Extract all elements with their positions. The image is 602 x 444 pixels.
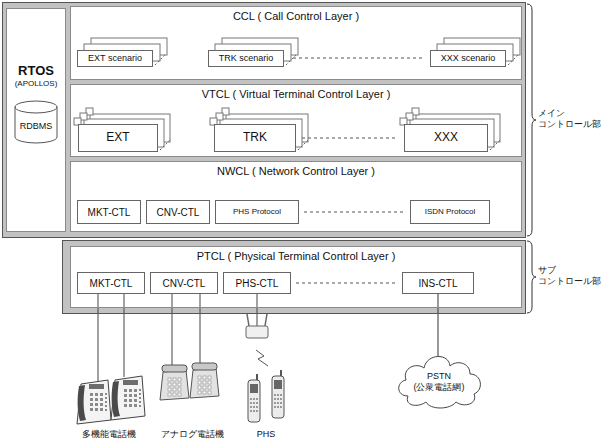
module-box: PHS-CTL <box>223 272 291 294</box>
module-box: XXX scenario <box>430 50 506 67</box>
layer-panel: RDBMS RTOS(APOLLOS) <box>6 8 66 232</box>
node-label: XXX <box>434 131 458 144</box>
panel-fills <box>2 2 526 314</box>
device-label: PHS <box>257 429 276 440</box>
module-box: TRK <box>214 124 296 152</box>
connector-line <box>437 294 438 356</box>
phone-icons <box>77 363 284 424</box>
node-label: CNV-CTL <box>163 278 206 289</box>
module-box: TRK scenario <box>208 50 284 67</box>
node-label: ISDN Protocol <box>425 208 476 217</box>
node-label: MKT-CTL <box>90 278 133 289</box>
node-label: RTOS <box>7 63 65 79</box>
antenna-icon <box>246 314 268 366</box>
node-label: PHS Protocol <box>233 208 281 217</box>
node-label: VTCL ( Virtual Terminal Control Layer ) <box>71 87 521 101</box>
bracket <box>527 4 536 313</box>
stack-dash <box>298 140 308 150</box>
node-label: MKT-CTL <box>88 207 131 218</box>
node-label: TRK <box>243 131 267 144</box>
layer-panel: MKT-CTL CNV-CTL PHS Protocol ISDN Protocol N… <box>70 161 522 232</box>
stack-dash <box>508 55 518 65</box>
node-label: INS-CTL <box>419 278 458 289</box>
stack-dash <box>160 140 170 150</box>
panel-fill <box>70 6 522 80</box>
module-box: MKT-CTL <box>77 200 141 224</box>
layer-panel: MKT-CTL CNV-CTL PHS-CTL INS-CTL PTCL ( Physi… <box>70 246 522 308</box>
node-label: XXX scenario <box>441 54 496 64</box>
module-box: CNV-CTL <box>150 272 218 294</box>
node-label: PHS-CTL <box>236 278 279 289</box>
node-label: RDBMS <box>20 122 53 132</box>
stack-dash <box>490 140 500 150</box>
layer-panel: EXT scenario TRK scenario XXX scenario CCL … <box>70 6 522 80</box>
device-caption: PHS <box>257 429 276 440</box>
module-box: EXT scenario <box>77 50 153 67</box>
device-caption: アナログ電話機 <box>161 429 224 440</box>
node-label: CCL ( Call Control Layer ) <box>71 9 521 23</box>
panel-fill <box>62 240 526 314</box>
module-box: PHS Protocol <box>215 200 299 224</box>
node-label: (APOLLOS) <box>7 79 65 89</box>
device-label: 多機能電話機 <box>82 429 136 440</box>
node-label: PSTN (公衆電話網) <box>408 371 470 394</box>
network-cloud: PSTN (公衆電話網) <box>394 356 484 408</box>
panel-fill <box>70 246 522 308</box>
node-label: EXT <box>106 131 129 144</box>
module-box: INS-CTL <box>402 272 474 294</box>
database-cylinder: RDBMS <box>14 100 58 144</box>
layer-panel: EXT TRK XXX VTCL ( Virtual Terminal Control… <box>70 84 522 157</box>
node-label: EXT scenario <box>88 54 142 64</box>
control-region: MKT-CTL CNV-CTL PHS-CTL INS-CTL PTCL ( Physi… <box>62 240 526 314</box>
module-box: ISDN Protocol <box>410 200 490 224</box>
node-label: サブ コントロール部 <box>538 265 598 287</box>
node-label: CNV-CTL <box>157 207 200 218</box>
node-label: NWCL ( Network Control Layer ) <box>71 164 521 178</box>
module-box: EXT <box>78 124 158 152</box>
panel-fill <box>70 161 522 232</box>
module-box: CNV-CTL <box>146 200 210 224</box>
panel-fill <box>6 8 66 232</box>
stack-dash <box>286 55 296 65</box>
module-box: MKT-CTL <box>77 272 145 294</box>
node-label: PTCL ( Physical Terminal Control Layer ) <box>71 249 521 263</box>
node-label: メイン コントロール部 <box>538 108 598 130</box>
panel-fill <box>70 84 522 157</box>
control-region: RDBMS RTOS(APOLLOS) EXT scenario TRK scenar… <box>2 2 526 238</box>
panel-fill <box>2 2 526 238</box>
module-box: XXX <box>404 124 488 152</box>
device-label: アナログ電話機 <box>161 429 224 440</box>
device-caption: 多機能電話機 <box>82 429 136 440</box>
stack-dash <box>155 55 165 65</box>
node-label: TRK scenario <box>219 54 274 64</box>
